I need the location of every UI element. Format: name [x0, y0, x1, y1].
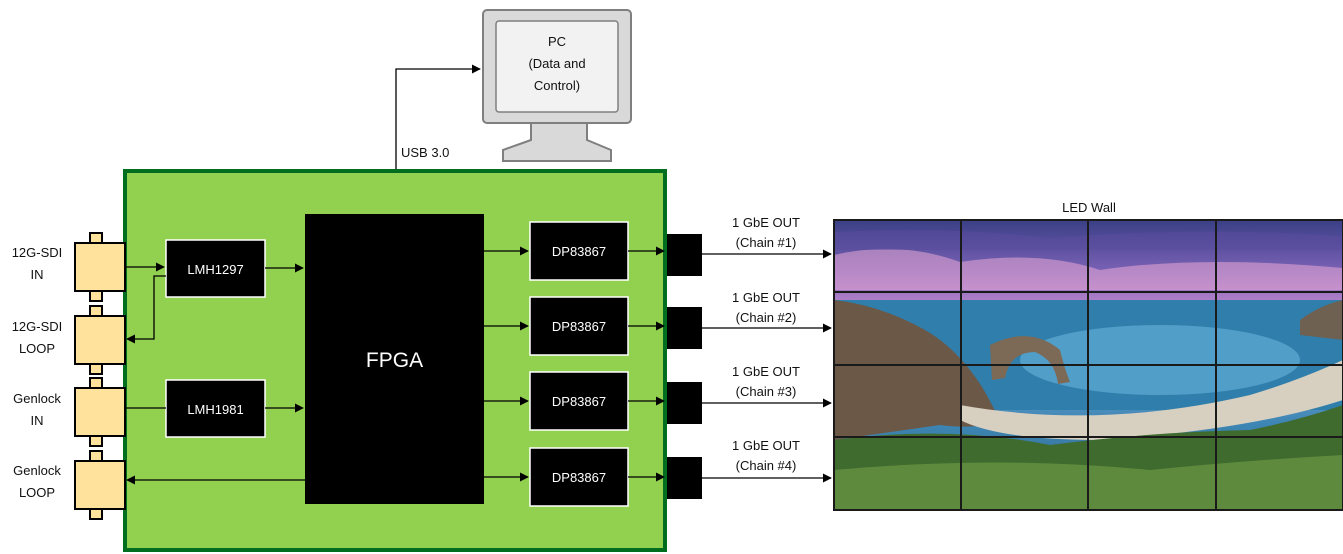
led-wall-title: LED Wall: [1062, 200, 1116, 215]
input-label-line1: Genlock: [13, 391, 61, 406]
phy-label: DP83867: [552, 470, 606, 485]
ethernet-port: [667, 234, 702, 276]
ethernet-port: [667, 307, 702, 349]
output-label-line2: (Chain #2): [736, 310, 797, 325]
phy-chip: DP83867: [529, 221, 629, 281]
input-label-line1: 12G-SDI: [12, 319, 63, 334]
pc-label-line3: Control): [534, 78, 580, 93]
phy-chip: DP83867: [529, 371, 629, 431]
sdi-loop-arrow: [126, 275, 166, 344]
output-label-line2: (Chain #4): [736, 458, 797, 473]
input-label-line1: Genlock: [13, 463, 61, 478]
lmh1981-label: LMH1981: [187, 402, 243, 417]
output-label-line2: (Chain #3): [736, 384, 797, 399]
fpga-label: FPGA: [366, 349, 423, 372]
connector-12g-sdi-in: [74, 232, 126, 302]
phy-label: DP83867: [552, 244, 606, 259]
phy-label: DP83867: [552, 319, 606, 334]
input-label-line2: LOOP: [19, 341, 55, 356]
lmh1297-label: LMH1297: [187, 262, 243, 277]
connector-genlock-loop: [74, 450, 126, 520]
input-label-line2: IN: [31, 413, 44, 428]
output-label-line1: 1 GbE OUT: [732, 438, 800, 453]
phy-chip: DP83867: [529, 447, 629, 507]
lmh1297-chip: LMH1297: [165, 239, 266, 298]
output-label-line1: 1 GbE OUT: [732, 364, 800, 379]
pc-label-line2: (Data and: [528, 56, 585, 71]
input-label-line2: IN: [31, 267, 44, 282]
connector-12g-sdi-loop: [74, 305, 126, 375]
phy-chip: DP83867: [529, 296, 629, 356]
output-label-line1: 1 GbE OUT: [732, 290, 800, 305]
usb-link: [391, 64, 481, 213]
input-label-line2: LOOP: [19, 485, 55, 500]
ethernet-port: [667, 457, 702, 499]
usb-label: USB 3.0: [401, 145, 449, 160]
pc-monitor: PC (Data and Control): [482, 9, 632, 162]
phy-label: DP83867: [552, 394, 606, 409]
output-label-line1: 1 GbE OUT: [732, 215, 800, 230]
pc-label-line1: PC: [548, 34, 566, 49]
output-label-line2: (Chain #1): [736, 235, 797, 250]
input-label-line1: 12G-SDI: [12, 245, 63, 260]
input-connectors: [74, 232, 126, 520]
ethernet-port: [667, 382, 702, 424]
lmh1981-chip: LMH1981: [165, 379, 266, 438]
led-wall: [833, 219, 1343, 511]
fpga-chip: FPGA: [305, 214, 484, 504]
connector-genlock-in: [74, 377, 126, 447]
